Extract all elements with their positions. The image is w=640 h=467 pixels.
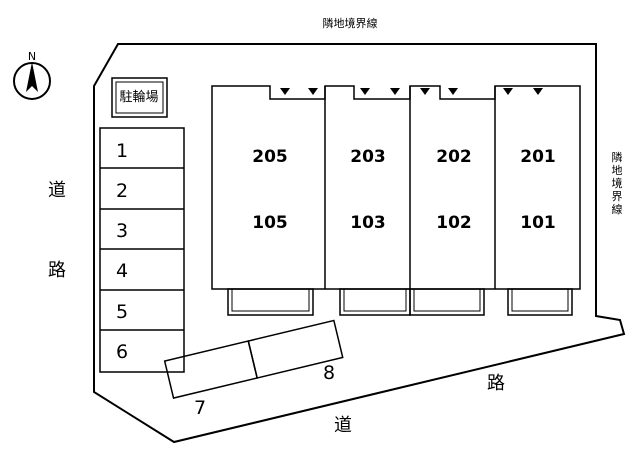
road-bottom-label-1: 路 <box>487 373 505 394</box>
apartment-building <box>211 85 581 316</box>
bicycle-parking: 駐輪場 <box>111 77 168 118</box>
road-left-label-1: 道 <box>48 180 66 201</box>
site-boundary <box>93 43 626 444</box>
svg-text:地: 地 <box>612 164 623 177</box>
unit-lower-1: 105 <box>252 213 288 233</box>
parking-space-8: 8 <box>323 362 335 384</box>
svg-text:線: 線 <box>612 202 623 216</box>
north-label: N <box>28 50 36 63</box>
parking-space-7: 7 <box>194 397 206 419</box>
parking-space-6: 6 <box>116 341 128 363</box>
unit-lower-4: 101 <box>520 213 556 233</box>
boundary-top-label: 隣地境界線 <box>323 16 378 30</box>
unit-upper-3: 202 <box>436 147 472 167</box>
svg-text:隣: 隣 <box>612 150 623 164</box>
boundary-right-label: 隣 地 境 界 線 <box>612 150 623 216</box>
parking-space-3: 3 <box>116 220 128 242</box>
parking-space-4: 4 <box>116 260 128 282</box>
north-arrow-icon: N <box>13 50 51 100</box>
parking-angled <box>163 319 344 399</box>
parking-space-5: 5 <box>116 301 128 323</box>
road-bottom-label-2: 道 <box>334 415 352 436</box>
svg-text:界: 界 <box>612 190 623 203</box>
parking-space-2: 2 <box>116 180 128 202</box>
unit-lower-2: 103 <box>350 213 386 233</box>
unit-upper-1: 205 <box>252 147 288 167</box>
bicycle-parking-label: 駐輪場 <box>119 89 158 105</box>
svg-text:境: 境 <box>612 176 623 190</box>
unit-lower-3: 102 <box>436 213 472 233</box>
unit-upper-4: 201 <box>520 147 556 167</box>
parking-column: 1 2 3 4 5 6 <box>99 127 185 373</box>
parking-space-1: 1 <box>116 140 128 162</box>
road-edge <box>173 333 625 443</box>
road-left-label-2: 路 <box>48 260 66 281</box>
unit-upper-2: 203 <box>350 147 386 167</box>
